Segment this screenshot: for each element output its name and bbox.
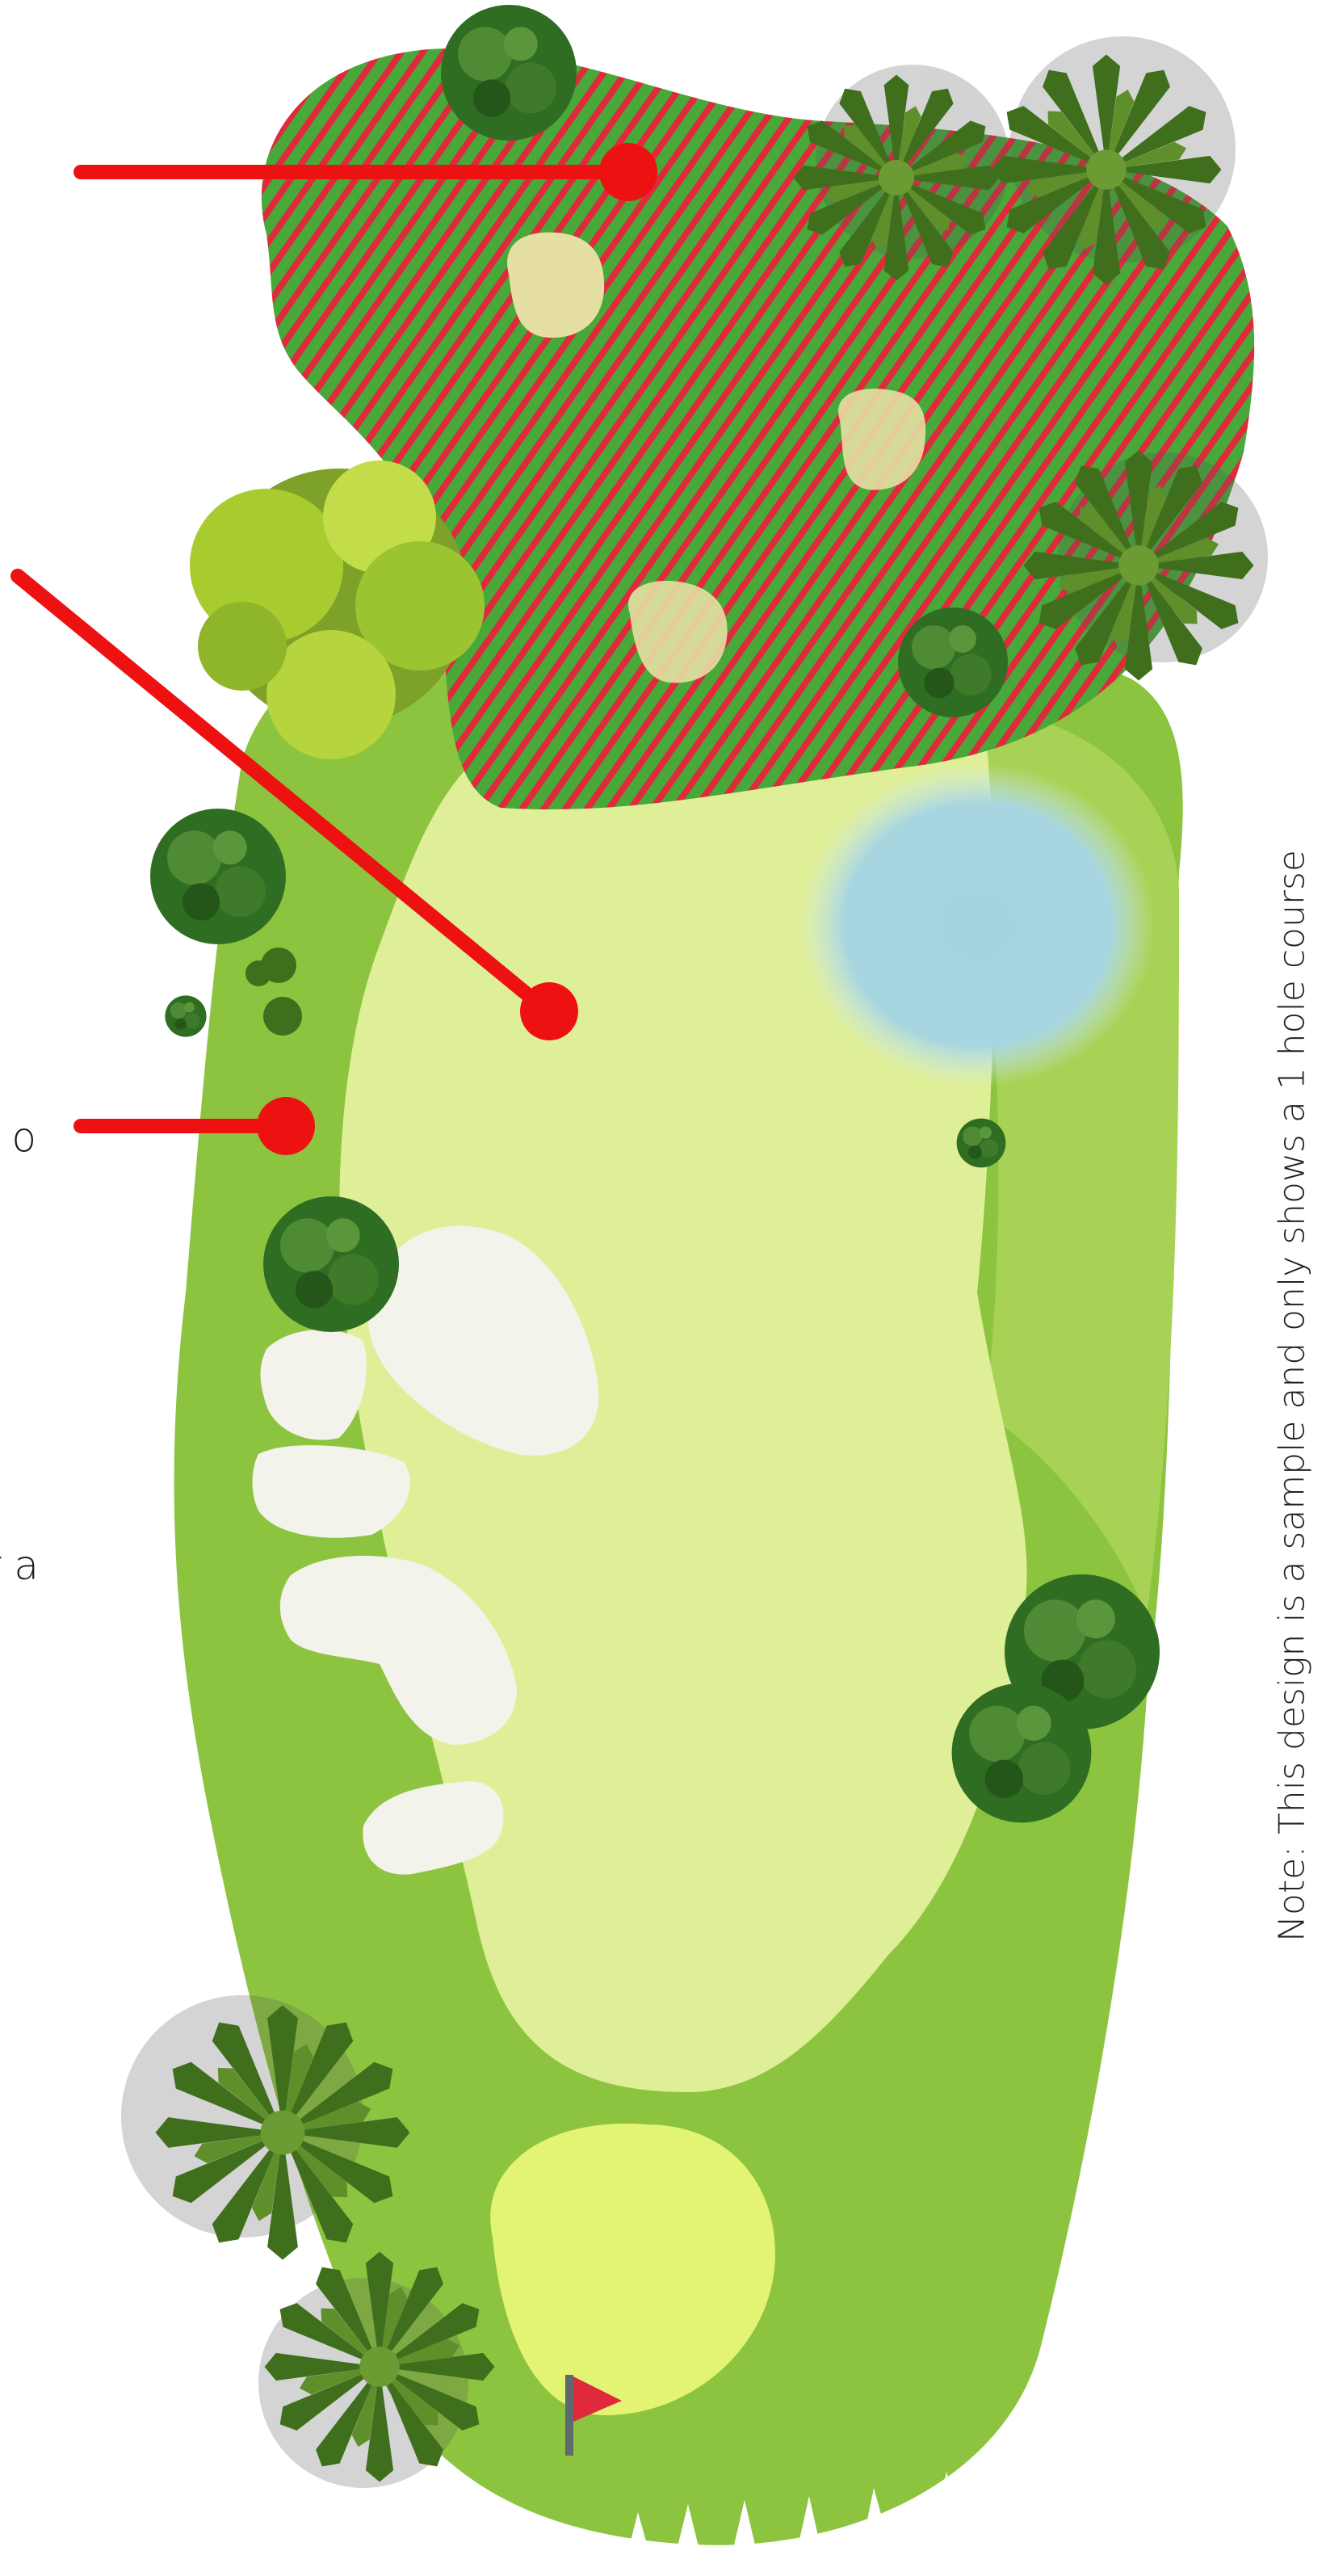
bunker-label: r a [0,1545,39,1586]
bush-icon [957,1119,1006,1168]
design-note: Note: This design is a sample and only s… [1272,850,1313,1942]
bush-icon [441,5,577,141]
tee-label: o [11,1117,36,1158]
hazard-spot [507,233,604,338]
pointer-dot [257,1097,315,1155]
bush-icon [165,995,206,1036]
bush-icon [150,809,286,944]
bush-icon [898,607,1008,717]
pointer-dot [520,982,578,1040]
bush-icon [263,1196,399,1332]
pointer-dot [599,143,657,201]
water-hazard-icon [799,763,1155,1086]
bush-icon [952,1683,1092,1823]
